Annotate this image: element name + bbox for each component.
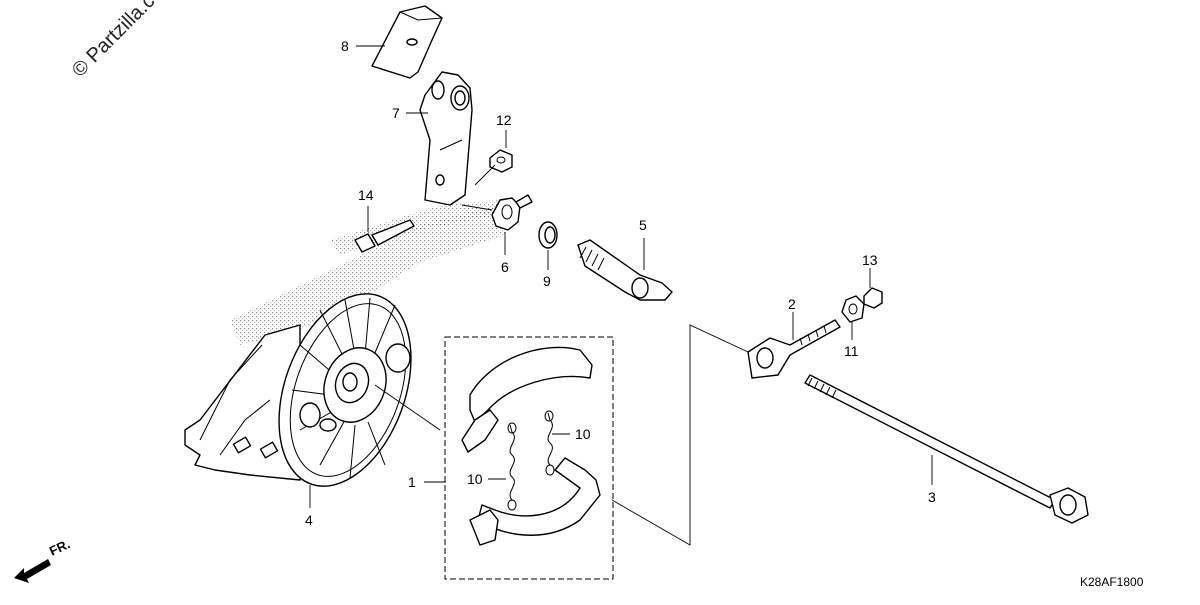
callout-8: 8 [341, 38, 349, 54]
seal-part-9 [538, 221, 558, 249]
callout-12: 12 [496, 112, 512, 128]
bolt-part-14 [354, 219, 415, 253]
callout-7: 7 [392, 105, 400, 121]
callout-2: 2 [788, 296, 796, 312]
nut-part-12 [489, 149, 513, 173]
indicator-plate-part-6 [491, 194, 533, 231]
callout-6: 6 [501, 259, 509, 275]
callout-11: 11 [844, 343, 859, 359]
callout-10-left: 10 [467, 471, 483, 487]
front-arrow-icon [14, 559, 51, 583]
front-direction-indicator: FR. [14, 536, 72, 583]
brake-cam-part-5 [577, 239, 673, 301]
spring-part-10-right [544, 410, 555, 476]
callout-4: 4 [305, 512, 313, 528]
callout-9: 9 [543, 273, 551, 289]
nut-part-11 [841, 295, 865, 323]
callout-3: 3 [928, 489, 936, 505]
nut-part-13 [863, 287, 883, 309]
leader-lines [309, 45, 933, 546]
diagram-code: K28AF1800 [1080, 575, 1144, 589]
direction-label: FR. [47, 536, 72, 558]
adjuster-part-2 [747, 319, 841, 379]
callout-14: 14 [358, 187, 374, 203]
brake-panel-part-4 [184, 293, 412, 487]
callout-1: 1 [408, 474, 416, 490]
brake-shoe-set-part-1 [444, 336, 614, 580]
callout-13: 13 [862, 252, 878, 268]
callouts: 8 7 12 14 6 9 5 2 13 11 3 4 1 10 10 [305, 38, 936, 528]
brake-arm-part-7 [419, 71, 473, 206]
callout-10-right: 10 [575, 426, 591, 442]
spring-part-10-left [507, 422, 517, 511]
watermark: © Partzilla.com [68, 0, 179, 82]
dust-cover-part-8 [371, 5, 443, 79]
axle-part-3 [804, 374, 1089, 524]
callout-5: 5 [639, 217, 647, 233]
